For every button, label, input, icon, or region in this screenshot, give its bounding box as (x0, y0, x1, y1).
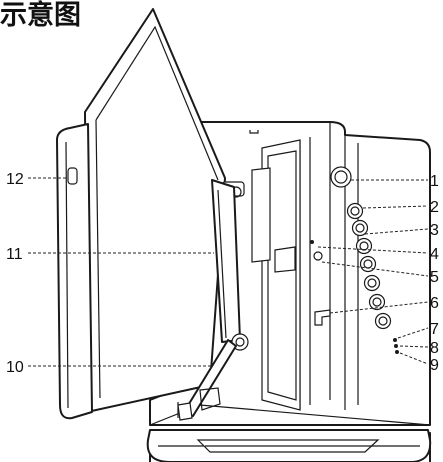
callout-6: 6 (430, 295, 439, 312)
callout-12: 12 (6, 171, 24, 188)
callout-2: 2 (430, 199, 439, 216)
base-housing (146, 429, 432, 462)
button-5-icon (363, 274, 381, 292)
button-2-icon (351, 219, 369, 237)
callout-1: 1 (430, 173, 439, 190)
support-arm (177, 179, 249, 421)
callouts: 1 2 3 4 5 6 7 8 9 10 (6, 171, 439, 376)
button-7-icon (374, 312, 392, 330)
callout-4: 4 (430, 246, 439, 263)
indicator-led-icon (310, 240, 314, 244)
latch-icon (67, 167, 78, 185)
callout-11: 11 (6, 246, 23, 263)
callout-3: 3 (430, 222, 439, 239)
button-3-icon (355, 237, 373, 255)
jack-icon (313, 251, 323, 261)
status-dots-icon (393, 338, 399, 354)
button-6-icon (368, 293, 386, 311)
control-panel (310, 166, 399, 354)
power-knob-icon (330, 166, 352, 188)
button-1-icon (346, 202, 364, 220)
callout-5: 5 (430, 269, 439, 286)
callout-8: 8 (430, 340, 439, 357)
lid (56, 8, 245, 420)
callout-10: 10 (6, 359, 24, 376)
callout-7: 7 (430, 321, 439, 338)
callout-9: 9 (430, 357, 439, 374)
diagram-title: 示意图 (0, 0, 81, 31)
